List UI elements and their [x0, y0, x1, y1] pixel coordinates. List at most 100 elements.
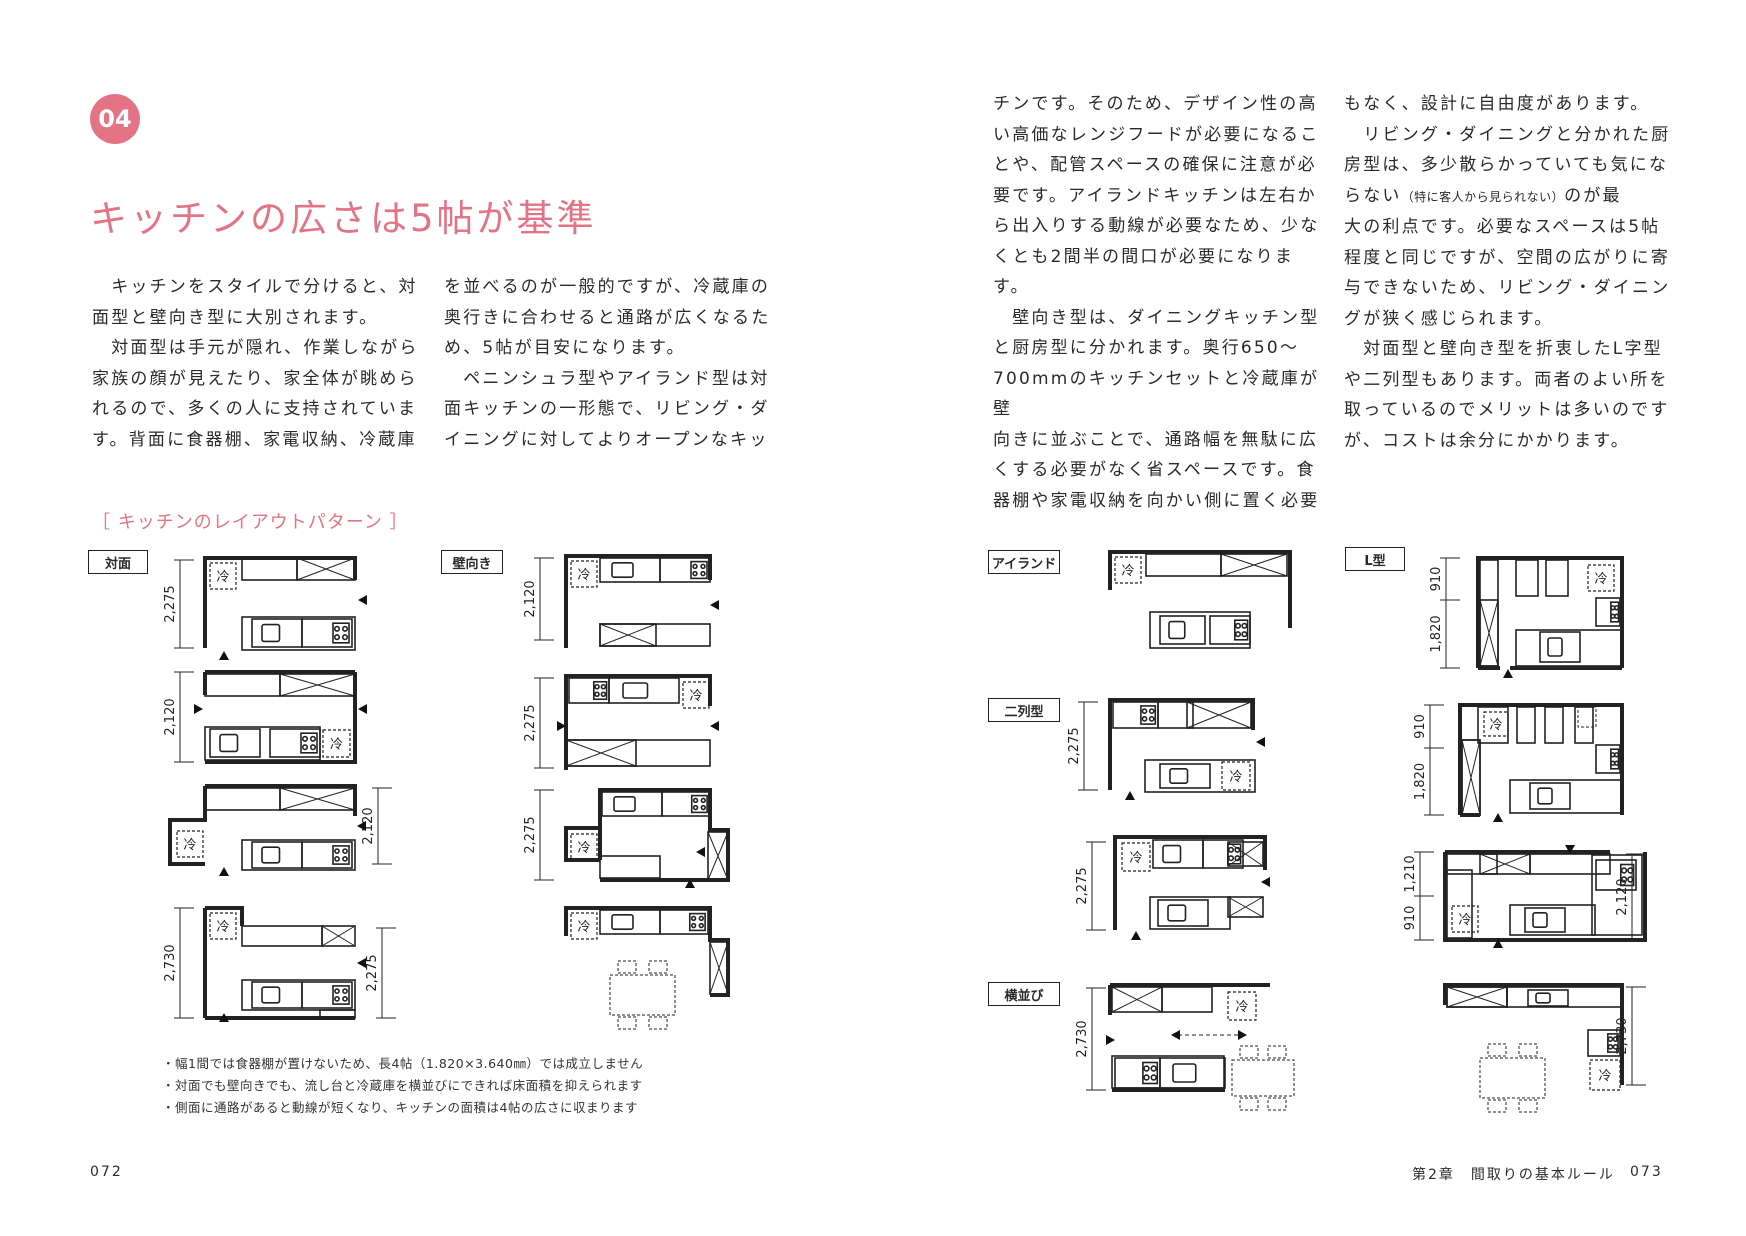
entry-arrow: [1238, 1030, 1247, 1040]
chair: [648, 960, 668, 974]
sink-icon: [1167, 904, 1187, 922]
range-hood-mark: [709, 941, 729, 995]
dimension-label: 2,275: [523, 704, 538, 741]
sink-icon: [1535, 992, 1551, 1004]
chapter-label: 第2章 間取りの基本ルール: [1412, 1167, 1615, 1183]
counter-unit: [279, 673, 356, 697]
counter-unit: [1209, 615, 1251, 645]
counter-unit: [1529, 782, 1571, 810]
range-hood-mark: [279, 673, 356, 697]
sink-icon: [1537, 787, 1553, 805]
counter-unit: [204, 673, 281, 697]
fridge-label: 冷: [1594, 572, 1607, 587]
range-hood-mark: [707, 831, 729, 881]
burner-icon: [309, 735, 317, 742]
counter-unit: [241, 839, 356, 871]
counter-unit: [1161, 986, 1213, 1013]
burner-icon: [1234, 622, 1242, 629]
stove-icon: [1140, 705, 1157, 725]
fridge-label: 冷: [183, 838, 196, 853]
burner-icon: [698, 922, 705, 929]
counter-unit: [1587, 1029, 1621, 1057]
burner-icon: [341, 625, 349, 632]
burner-icon: [1227, 855, 1235, 862]
counter-unit: [241, 557, 298, 581]
range-hood-mark: [1446, 986, 1508, 1008]
counter-unit: [1509, 779, 1623, 814]
counter-unit: [599, 855, 661, 879]
burner-icon: [1148, 708, 1155, 714]
dimension-label: 910: [1429, 567, 1444, 592]
stove-icon: [300, 732, 318, 754]
counter-unit: [1152, 839, 1204, 869]
entry-arrow: [357, 821, 366, 831]
counter-unit: [1202, 839, 1244, 869]
dimension-label: 2,275: [523, 816, 538, 853]
chair: [1487, 1099, 1507, 1113]
counter-unit: [321, 925, 356, 947]
entry-arrow: [710, 600, 719, 610]
fridge-label: 冷: [330, 738, 343, 753]
dimension-label: 2,730: [1075, 1020, 1090, 1057]
dimension-label: 910: [1403, 906, 1418, 931]
fridge-label: 冷: [216, 920, 229, 935]
dimension-line: [1440, 599, 1460, 669]
dimension-label: 2,120: [523, 580, 538, 617]
sink-icon: [261, 986, 281, 1004]
sink-icon: [613, 795, 636, 812]
dining-table: [1231, 1059, 1295, 1097]
burner-icon: [1141, 708, 1148, 714]
chair: [1518, 1043, 1538, 1057]
counter-unit: [1149, 896, 1231, 930]
wall-line: [1108, 698, 1255, 790]
note-2: ・対面でも壁向きでも、流し台と冷蔵庫を横並びにできれば床面積を抑えられます: [162, 1078, 643, 1093]
counter-unit: [209, 728, 261, 758]
burner-icon: [700, 570, 706, 577]
burner-icon: [1613, 613, 1620, 619]
counter-unit: [1145, 553, 1222, 577]
burner-icon: [1612, 1044, 1619, 1050]
dimension-line: [534, 557, 554, 641]
chair: [1518, 1099, 1538, 1113]
sink-icon: [261, 846, 281, 864]
wall-line: [1476, 556, 1624, 670]
burner-icon: [700, 797, 707, 804]
wall-line: [564, 906, 730, 997]
fridge-label: 冷: [689, 689, 702, 704]
counter-unit: [251, 841, 303, 869]
entry-arrow: [557, 721, 566, 731]
burner-icon: [301, 744, 309, 751]
tag-kabemuki: 壁向き: [441, 550, 503, 574]
counter-unit: [319, 1009, 356, 1019]
dimension-line: [174, 907, 194, 1019]
burner-icon: [341, 634, 349, 641]
counter-unit: [1159, 615, 1206, 645]
stove-icon: [690, 794, 708, 814]
burner-icon: [692, 804, 699, 811]
fridge-box: [322, 729, 351, 758]
range-hood-mark: [1479, 853, 1531, 875]
dimension-line: [376, 927, 396, 1019]
counter-unit: [1545, 559, 1569, 597]
range-hood-mark: [1461, 739, 1481, 816]
fridge-label: 冷: [1598, 1069, 1611, 1084]
fridge-box: [176, 830, 204, 858]
entry-arrow: [1256, 737, 1265, 747]
counter-unit: [565, 739, 637, 767]
counter-unit: [1227, 896, 1264, 918]
burner-icon: [301, 735, 309, 742]
stove-icon: [1610, 748, 1620, 770]
burner-icon: [698, 915, 705, 922]
dimension-line: [1414, 895, 1434, 941]
counter-unit: [599, 557, 661, 583]
range-hood-mark: [296, 557, 356, 581]
entry-arrow: [685, 879, 695, 888]
range-hood-mark: [599, 623, 657, 647]
burner-icon: [1150, 1065, 1157, 1072]
burner-icon: [1620, 867, 1628, 874]
dining-table: [1479, 1057, 1546, 1099]
burner-icon: [1627, 867, 1634, 874]
sink-icon: [219, 733, 239, 753]
note-1: ・幅1間では食器棚が置けないため、長4帖（1.820×3.640㎜）では成立しま…: [162, 1056, 644, 1071]
fridge-label: 冷: [577, 920, 590, 935]
